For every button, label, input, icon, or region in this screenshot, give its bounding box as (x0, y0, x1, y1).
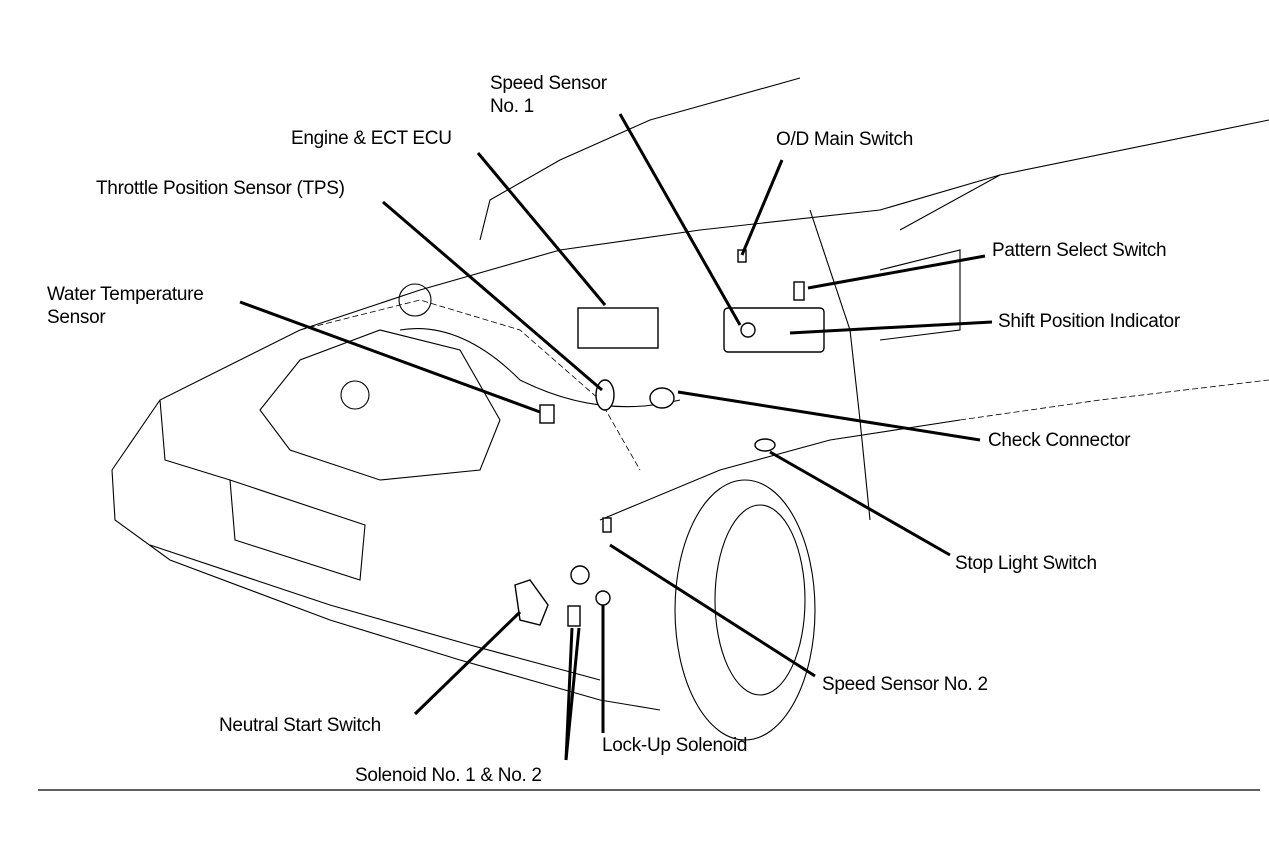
front-tire-outer (674, 479, 816, 741)
leader-shift-indicator (789, 320, 993, 335)
front-bumper (111, 469, 661, 711)
label-shift-indicator: Shift Position Indicator (998, 311, 1180, 332)
leader-od-main-switch (740, 159, 784, 256)
leader-stop-light (769, 450, 951, 557)
fender-top (599, 419, 961, 521)
ecu-box (577, 307, 659, 349)
leader-check-connector (677, 390, 981, 442)
speed-sensor-1-part (740, 322, 756, 338)
leader-lines (239, 113, 993, 761)
leader-speed-sensor-2 (609, 543, 816, 678)
engine-block (259, 329, 501, 481)
windshield-base (479, 77, 801, 241)
label-tps: Throttle Position Sensor (TPS) (96, 178, 345, 199)
components (514, 249, 825, 627)
reservoir-cap (398, 283, 432, 317)
oil-cap (340, 380, 370, 410)
leader-engine-ecu (476, 152, 607, 306)
check-connector-part (649, 387, 675, 409)
label-pattern-select: Pattern Select Switch (992, 240, 1167, 261)
front-tire-inner (714, 504, 806, 696)
label-od-main-switch: O/D Main Switch (776, 129, 913, 150)
leader-speed-sensor-1 (618, 113, 742, 326)
lockup-solenoid-part (595, 590, 611, 606)
leader-water-temp (239, 300, 541, 414)
leader-pattern-select (807, 254, 986, 290)
label-solenoid-1-2: Solenoid No. 1 & No. 2 (355, 765, 542, 786)
speed-sensor-2-part (602, 517, 612, 533)
label-lock-up: Lock-Up Solenoid (602, 735, 748, 756)
od-switch-part (737, 249, 747, 263)
door-top (899, 119, 1269, 231)
label-engine-ecu: Engine & ECT ECU (291, 128, 452, 149)
car-body (111, 77, 1269, 741)
engine-bay-edge (299, 299, 641, 471)
headlight-edge (159, 399, 231, 481)
pattern-switch-part (793, 281, 805, 301)
intake-hose (399, 328, 681, 408)
dash-panel (879, 249, 961, 341)
label-speed-sensor-2: Speed Sensor No. 2 (822, 674, 988, 695)
a-pillar (809, 209, 871, 521)
bumper-line (149, 544, 601, 681)
stop-light-switch-part (754, 438, 776, 452)
leader-neutral-start (413, 610, 522, 716)
leader-tps (382, 200, 603, 392)
grille (229, 479, 366, 581)
door-lower (959, 379, 1269, 421)
shift-indicator-panel (723, 307, 825, 353)
solenoid-part (567, 605, 581, 627)
water-temp-part (539, 404, 555, 424)
leader-solenoid-2 (564, 627, 581, 761)
gear-part (570, 565, 590, 585)
hood-front-edge (111, 229, 701, 471)
cowl-line (699, 174, 1001, 231)
label-neutral-start: Neutral Start Switch (219, 715, 381, 736)
label-stop-light: Stop Light Switch (955, 553, 1097, 574)
label-check-connector: Check Connector (988, 430, 1131, 451)
tps-part (595, 379, 615, 411)
label-speed-sensor-1: Speed Sensor No. 1 (490, 73, 607, 117)
label-water-temp: Water Temperature Sensor (47, 284, 204, 328)
neutral-start-switch-part (514, 579, 549, 626)
